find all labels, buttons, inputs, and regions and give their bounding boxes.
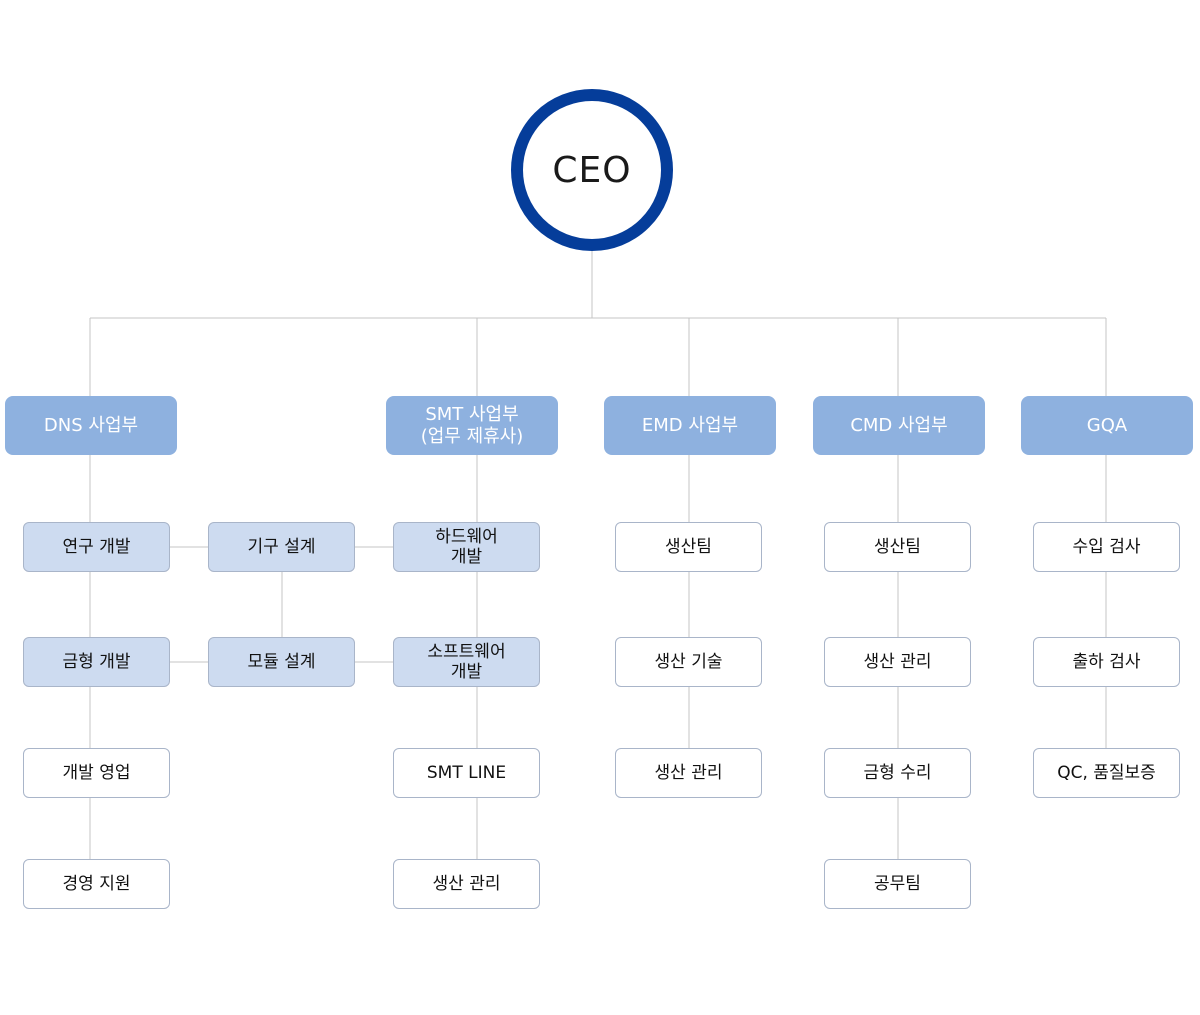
team-label: 공무팀: [874, 874, 921, 894]
team-label: 생산 관리: [654, 763, 723, 783]
team-label: 생산 기술: [654, 652, 723, 672]
team-label-line1: 소프트웨어: [427, 642, 506, 662]
team-label: 개발 영업: [62, 763, 131, 783]
ceo-label: CEO: [552, 149, 632, 191]
team-cmd-production: 생산팀: [824, 522, 971, 572]
team-dns-module-design: 모듈 설계: [208, 637, 355, 687]
team-dns-rnd: 연구 개발: [23, 522, 170, 572]
team-cmd-mold-repair: 금형 수리: [824, 748, 971, 798]
team-emd-production: 생산팀: [615, 522, 762, 572]
team-dns-dev-sales: 개발 영업: [23, 748, 170, 798]
team-smt-production-mgmt: 생산 관리: [393, 859, 540, 909]
team-label: SMT LINE: [426, 763, 507, 783]
team-dns-mold-dev: 금형 개발: [23, 637, 170, 687]
team-label: 생산팀: [665, 537, 712, 557]
division-emd: EMD 사업부: [604, 396, 776, 455]
team-cmd-maintenance: 공무팀: [824, 859, 971, 909]
division-gqa: GQA: [1021, 396, 1193, 455]
team-label: 수입 검사: [1072, 537, 1141, 557]
team-label: 출하 검사: [1072, 652, 1141, 672]
division-smt-label-line1: SMT 사업부: [425, 403, 519, 425]
team-label-line2: 개발: [450, 662, 483, 682]
division-gqa-label: GQA: [1086, 414, 1128, 436]
team-label: 경영 지원: [62, 874, 131, 894]
team-smt-hardware-dev: 하드웨어 개발: [393, 522, 540, 572]
team-label: 금형 개발: [62, 652, 131, 672]
team-gqa-qc-quality-assurance: QC, 품질보증: [1033, 748, 1180, 798]
division-dns-label: DNS 사업부: [43, 414, 139, 436]
division-smt: SMT 사업부 (업무 제휴사): [386, 396, 558, 455]
division-dns: DNS 사업부: [5, 396, 177, 455]
division-smt-label-line2: (업무 제휴사): [420, 425, 524, 447]
division-emd-label: EMD 사업부: [641, 414, 739, 436]
team-label: 연구 개발: [62, 537, 131, 557]
team-gqa-outgoing-inspection: 출하 검사: [1033, 637, 1180, 687]
team-label: 모듈 설계: [247, 652, 316, 672]
division-cmd-label: CMD 사업부: [850, 414, 948, 436]
team-label: 생산 관리: [432, 874, 501, 894]
team-label-line2: 개발: [450, 547, 483, 567]
team-dns-management: 경영 지원: [23, 859, 170, 909]
team-dns-mech-design: 기구 설계: [208, 522, 355, 572]
team-label: 생산팀: [874, 537, 921, 557]
team-cmd-production-mgmt: 생산 관리: [824, 637, 971, 687]
team-emd-production-mgmt: 생산 관리: [615, 748, 762, 798]
team-label: 생산 관리: [863, 652, 932, 672]
team-emd-production-tech: 생산 기술: [615, 637, 762, 687]
team-label: QC, 품질보증: [1057, 763, 1156, 783]
team-label: 금형 수리: [863, 763, 932, 783]
team-label-line1: 하드웨어: [435, 527, 498, 547]
team-smt-line: SMT LINE: [393, 748, 540, 798]
division-cmd: CMD 사업부: [813, 396, 985, 455]
team-gqa-incoming-inspection: 수입 검사: [1033, 522, 1180, 572]
team-label: 기구 설계: [247, 537, 316, 557]
ceo-node: CEO: [511, 89, 673, 251]
team-smt-software-dev: 소프트웨어 개발: [393, 637, 540, 687]
